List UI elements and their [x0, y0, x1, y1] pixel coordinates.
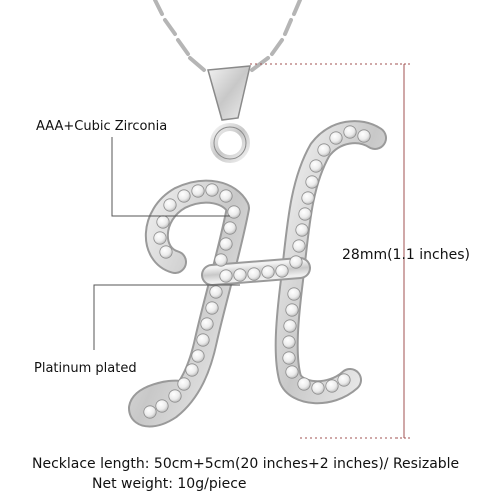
zirconia-stone [295, 223, 309, 237]
zirconia-stone [298, 207, 312, 221]
zirconia-stone [177, 189, 191, 203]
zirconia-stone [233, 268, 247, 282]
zirconia-stone [155, 399, 169, 413]
zirconia-stone [282, 335, 296, 349]
zirconia-stone [285, 303, 299, 317]
zirconia-stone [343, 125, 357, 139]
zirconia-stone [143, 405, 157, 419]
zirconia-stone [325, 379, 339, 393]
zirconia-stone [317, 143, 331, 157]
zirconia-stone [168, 389, 182, 403]
zirconia-stone [223, 221, 237, 235]
dimension-label: 28mm(1.1 inches) [342, 247, 470, 263]
zirconia-stone [337, 373, 351, 387]
zirconia-stone [200, 317, 214, 331]
dimension-guide [250, 63, 412, 439]
zirconia-stone [219, 189, 233, 203]
zirconia-stone [227, 205, 241, 219]
zirconia-stone [205, 301, 219, 315]
zirconia-stone [159, 245, 173, 259]
zirconia-stone [275, 264, 289, 278]
zirconia-stone [289, 255, 303, 269]
zirconia-stone [214, 253, 228, 267]
zirconia-stone [287, 287, 301, 301]
plating-callout: Platinum plated [34, 361, 137, 376]
zirconia-stone [357, 129, 371, 143]
zirconia-stone [185, 363, 199, 377]
zirconia-stone [305, 175, 319, 189]
zirconia-stone [261, 265, 275, 279]
cubic-zirconia-stones [143, 125, 371, 419]
net-weight-spec: Net weight: 10g/piece [92, 476, 247, 492]
zirconia-stone [282, 351, 296, 365]
zirconia-stone [297, 377, 311, 391]
zirconia-stone [219, 269, 233, 283]
zirconia-stone [191, 184, 205, 198]
zirconia-stone [219, 237, 233, 251]
zirconia-stone [301, 191, 315, 205]
zirconia-stone [285, 365, 299, 379]
material-callout: AAA+Cubic Zirconia [36, 119, 168, 134]
zirconia-stone [292, 239, 306, 253]
zirconia-stone [177, 377, 191, 391]
zirconia-stone [196, 333, 210, 347]
necklace-length-spec: Necklace length: 50cm+5cm(20 inches+2 in… [32, 456, 460, 472]
zirconia-stone [153, 231, 167, 245]
necklace-chain [153, 0, 302, 72]
zirconia-stone [205, 183, 219, 197]
zirconia-stone [283, 319, 297, 333]
pendant-bail [207, 65, 251, 163]
zirconia-stone [156, 215, 170, 229]
zirconia-stone [311, 381, 325, 395]
zirconia-stone [191, 349, 205, 363]
zirconia-stone [247, 267, 261, 281]
zirconia-stone [209, 285, 223, 299]
callout-lines [93, 137, 240, 350]
zirconia-stone [309, 159, 323, 173]
zirconia-stone [163, 198, 177, 212]
zirconia-stone [329, 131, 343, 145]
